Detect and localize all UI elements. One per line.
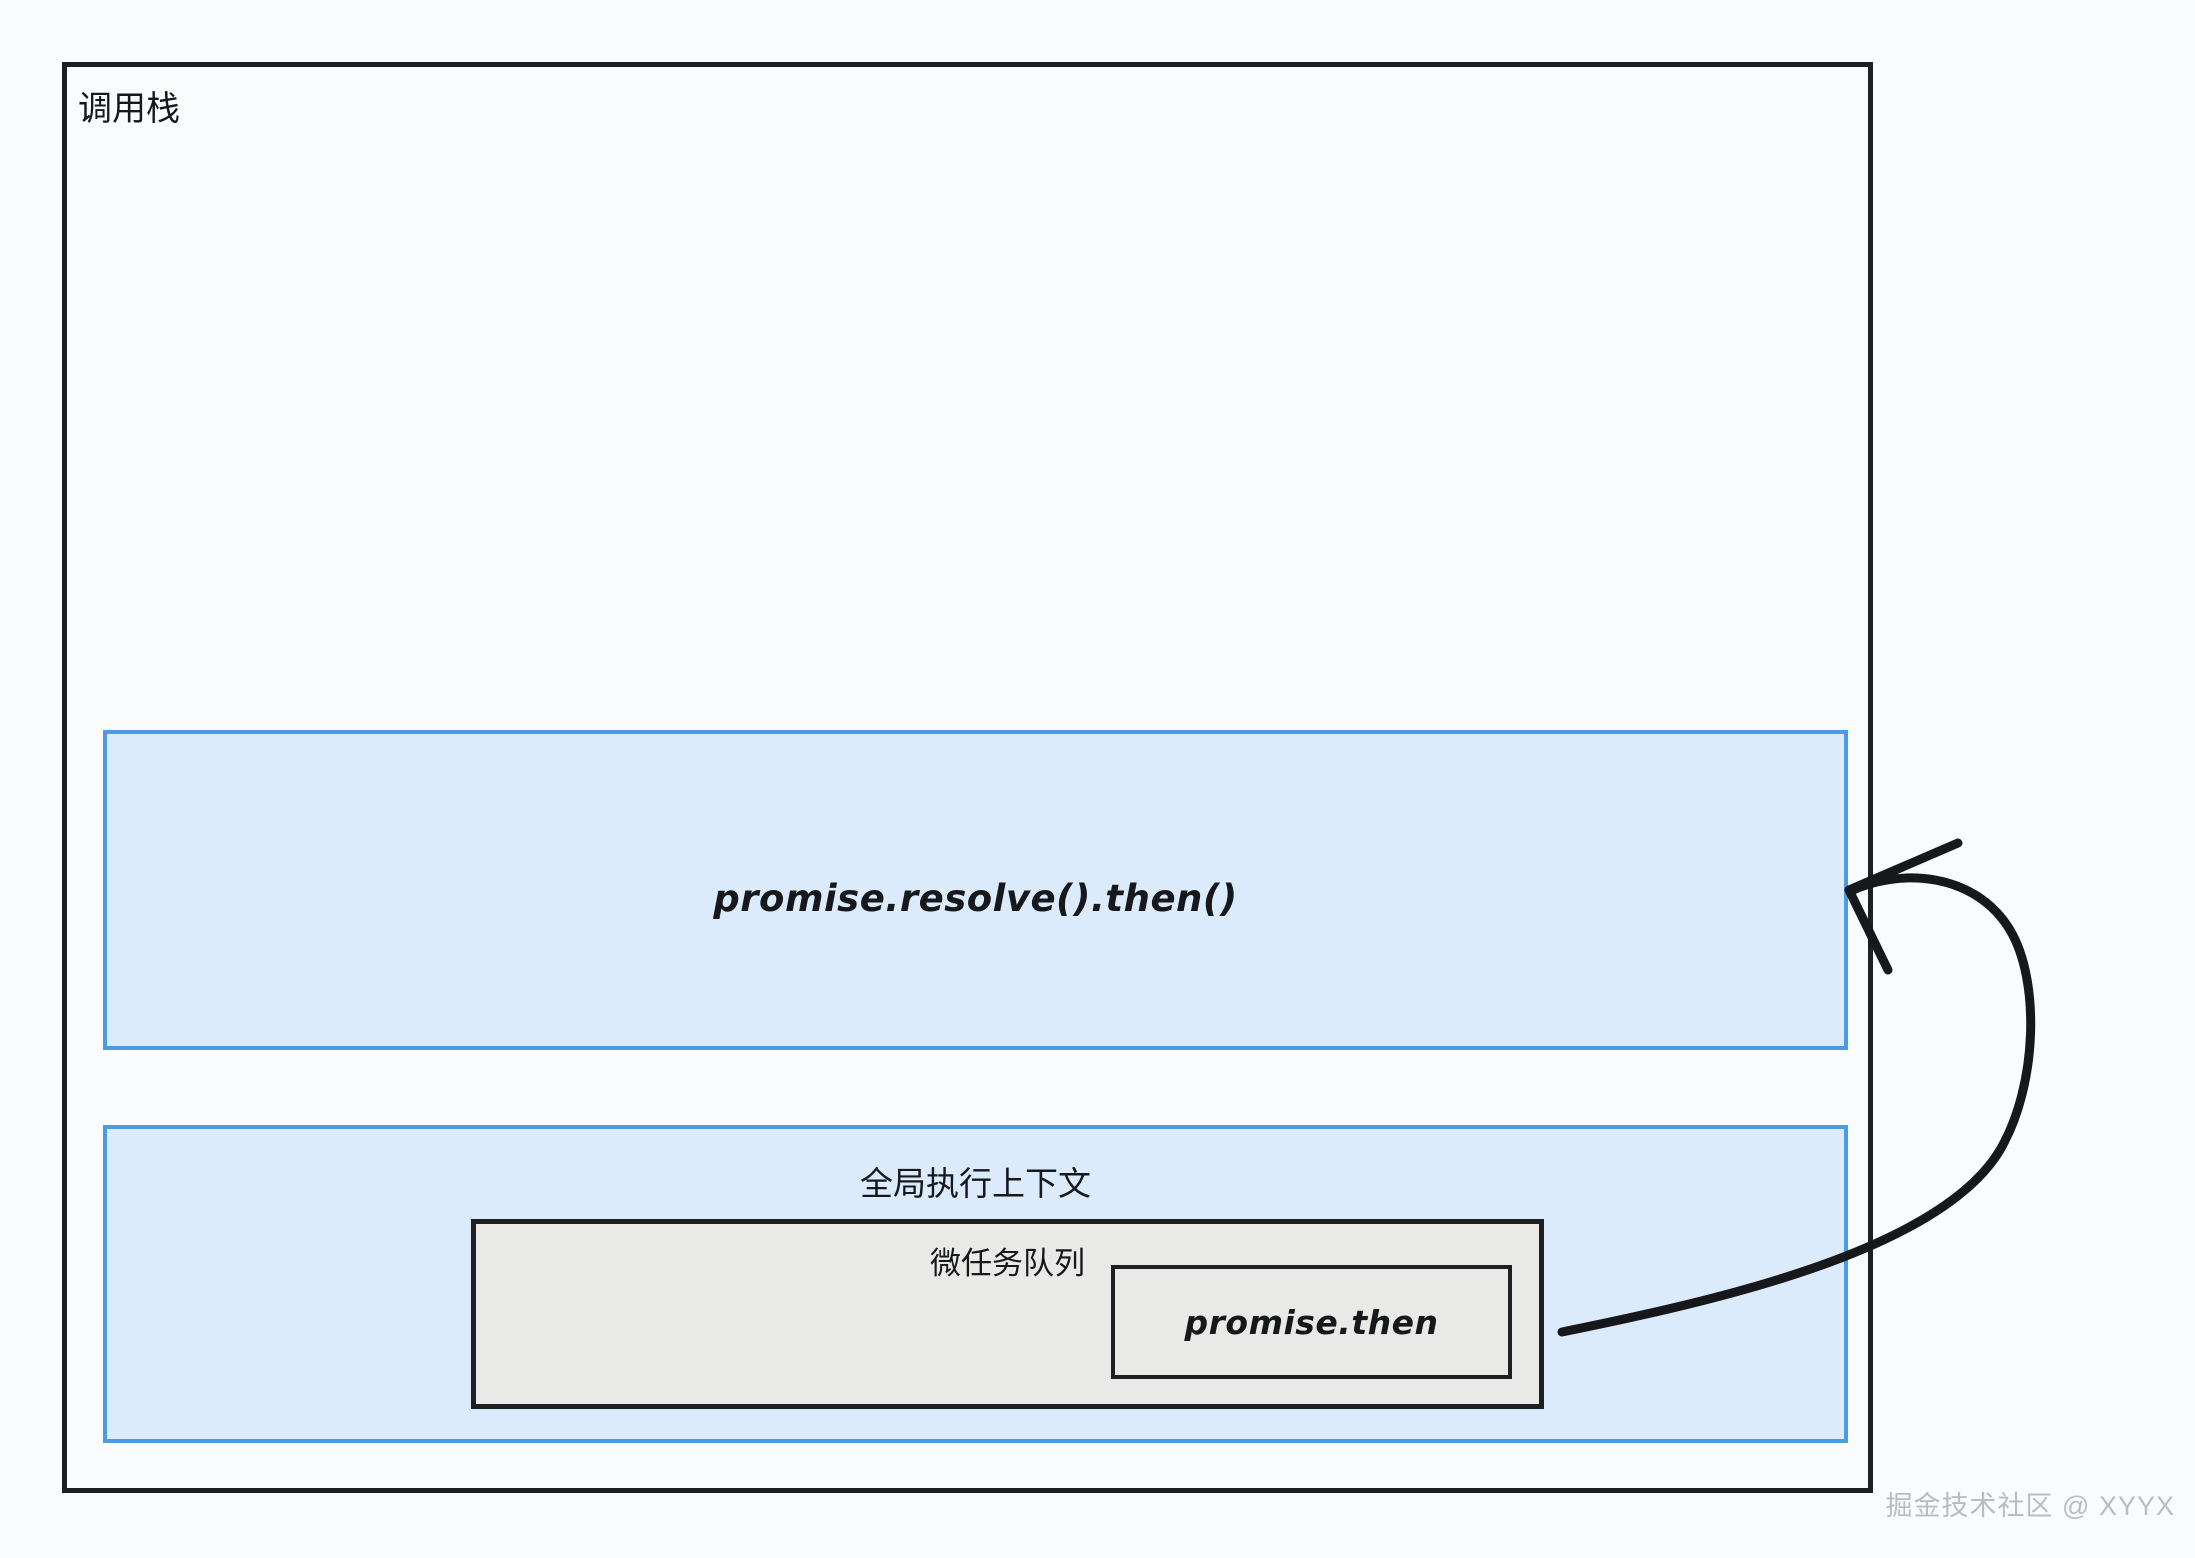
- stack-frame-promise-resolve: promise.resolve().then(): [103, 730, 1848, 1050]
- microtask-item-promise-then-label: promise.then: [1184, 1302, 1439, 1342]
- call-stack-title: 调用栈: [78, 90, 180, 128]
- stack-frame-global-context-label: 全局执行上下文: [860, 1165, 1091, 1202]
- microtask-queue-box: 微任务队列 promise.then: [471, 1219, 1544, 1409]
- watermark: 掘金技术社区 @ XYYX: [1885, 1491, 2175, 1521]
- stack-frame-global-context: 全局执行上下文 微任务队列 promise.then: [103, 1125, 1848, 1443]
- microtask-queue-label: 微任务队列: [930, 1246, 1085, 1281]
- microtask-item-promise-then: promise.then: [1111, 1265, 1512, 1379]
- stack-frame-promise-resolve-label: promise.resolve().then(): [713, 877, 1238, 920]
